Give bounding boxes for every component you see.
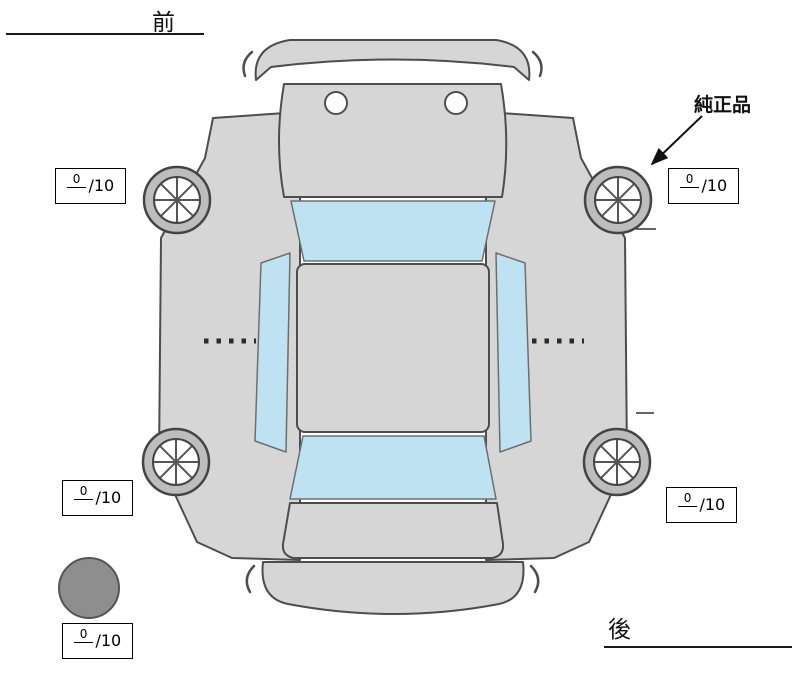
wheel-rear-right: [582, 427, 652, 497]
windshield: [290, 200, 496, 262]
front-bumper: [254, 39, 531, 81]
tread-score-rear-right: 0/10: [666, 487, 737, 523]
front-bumper-hook-left: [242, 50, 254, 78]
spare-tire: [58, 557, 120, 619]
tread-max: /10: [699, 495, 726, 514]
front-bumper-hook-right: [531, 50, 543, 78]
tread-score-front-right: 0/10: [668, 168, 739, 204]
side-window-left: [254, 252, 291, 453]
tread-score-rear-left: 0/10: [62, 480, 133, 516]
rear-bumper-hook-left: [245, 564, 256, 594]
hood: [278, 83, 508, 198]
tread-score-front-left: 0/10: [55, 168, 126, 204]
tread-max: /10: [701, 176, 728, 195]
rear-underline: [604, 646, 792, 648]
trunk: [281, 502, 505, 559]
wheel-front-left: [142, 165, 212, 235]
front-underline: [6, 33, 204, 35]
front-label: 前: [152, 10, 175, 36]
wheel-rear-left: [141, 427, 211, 497]
tread-score-spare: 0/10: [62, 623, 133, 659]
roof: [296, 263, 490, 433]
tread-max: /10: [95, 631, 122, 650]
tread-value: 0: [66, 172, 87, 188]
rear-bumper-hook-right: [529, 564, 540, 594]
rear-bumper: [261, 561, 525, 615]
wheel-front-right: [583, 165, 653, 235]
genuine-part-label: 純正品: [694, 94, 752, 116]
hood-circle-right: [444, 91, 468, 115]
hood-circle-left: [324, 91, 348, 115]
tread-value: 0: [679, 172, 700, 188]
tread-max: /10: [88, 176, 115, 195]
rear-label: 後: [608, 617, 631, 643]
side-window-right: [495, 252, 532, 453]
tread-value: 0: [677, 491, 698, 507]
tread-max: /10: [95, 488, 122, 507]
genuine-part-arrow: [650, 115, 703, 166]
tread-value: 0: [73, 627, 94, 643]
rear-window: [289, 435, 497, 500]
tread-value: 0: [73, 484, 94, 500]
